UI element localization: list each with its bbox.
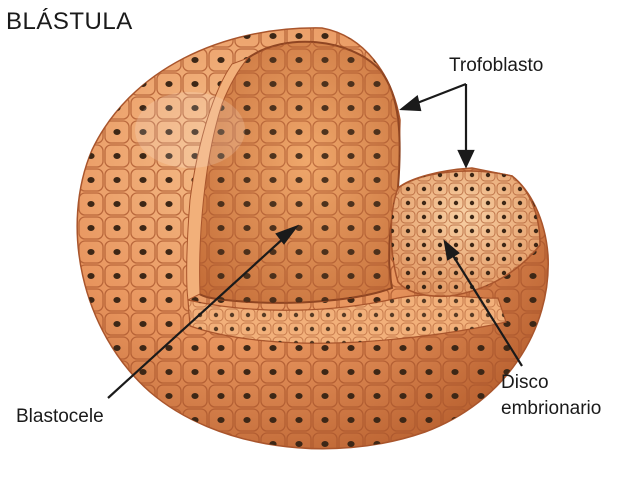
diagram-title: BLÁSTULA [6,8,133,35]
trophoblast-label: Trofoblasto [449,55,544,76]
sphere-highlight [135,92,245,168]
cut-rim-left [186,56,250,301]
embryonic-disc-label-line1: Disco [501,372,549,393]
blastocoel-label: Blastocele [16,406,104,427]
embryonic-disc-label-line2: embrionario [501,398,602,419]
leader-lines [107,82,523,399]
